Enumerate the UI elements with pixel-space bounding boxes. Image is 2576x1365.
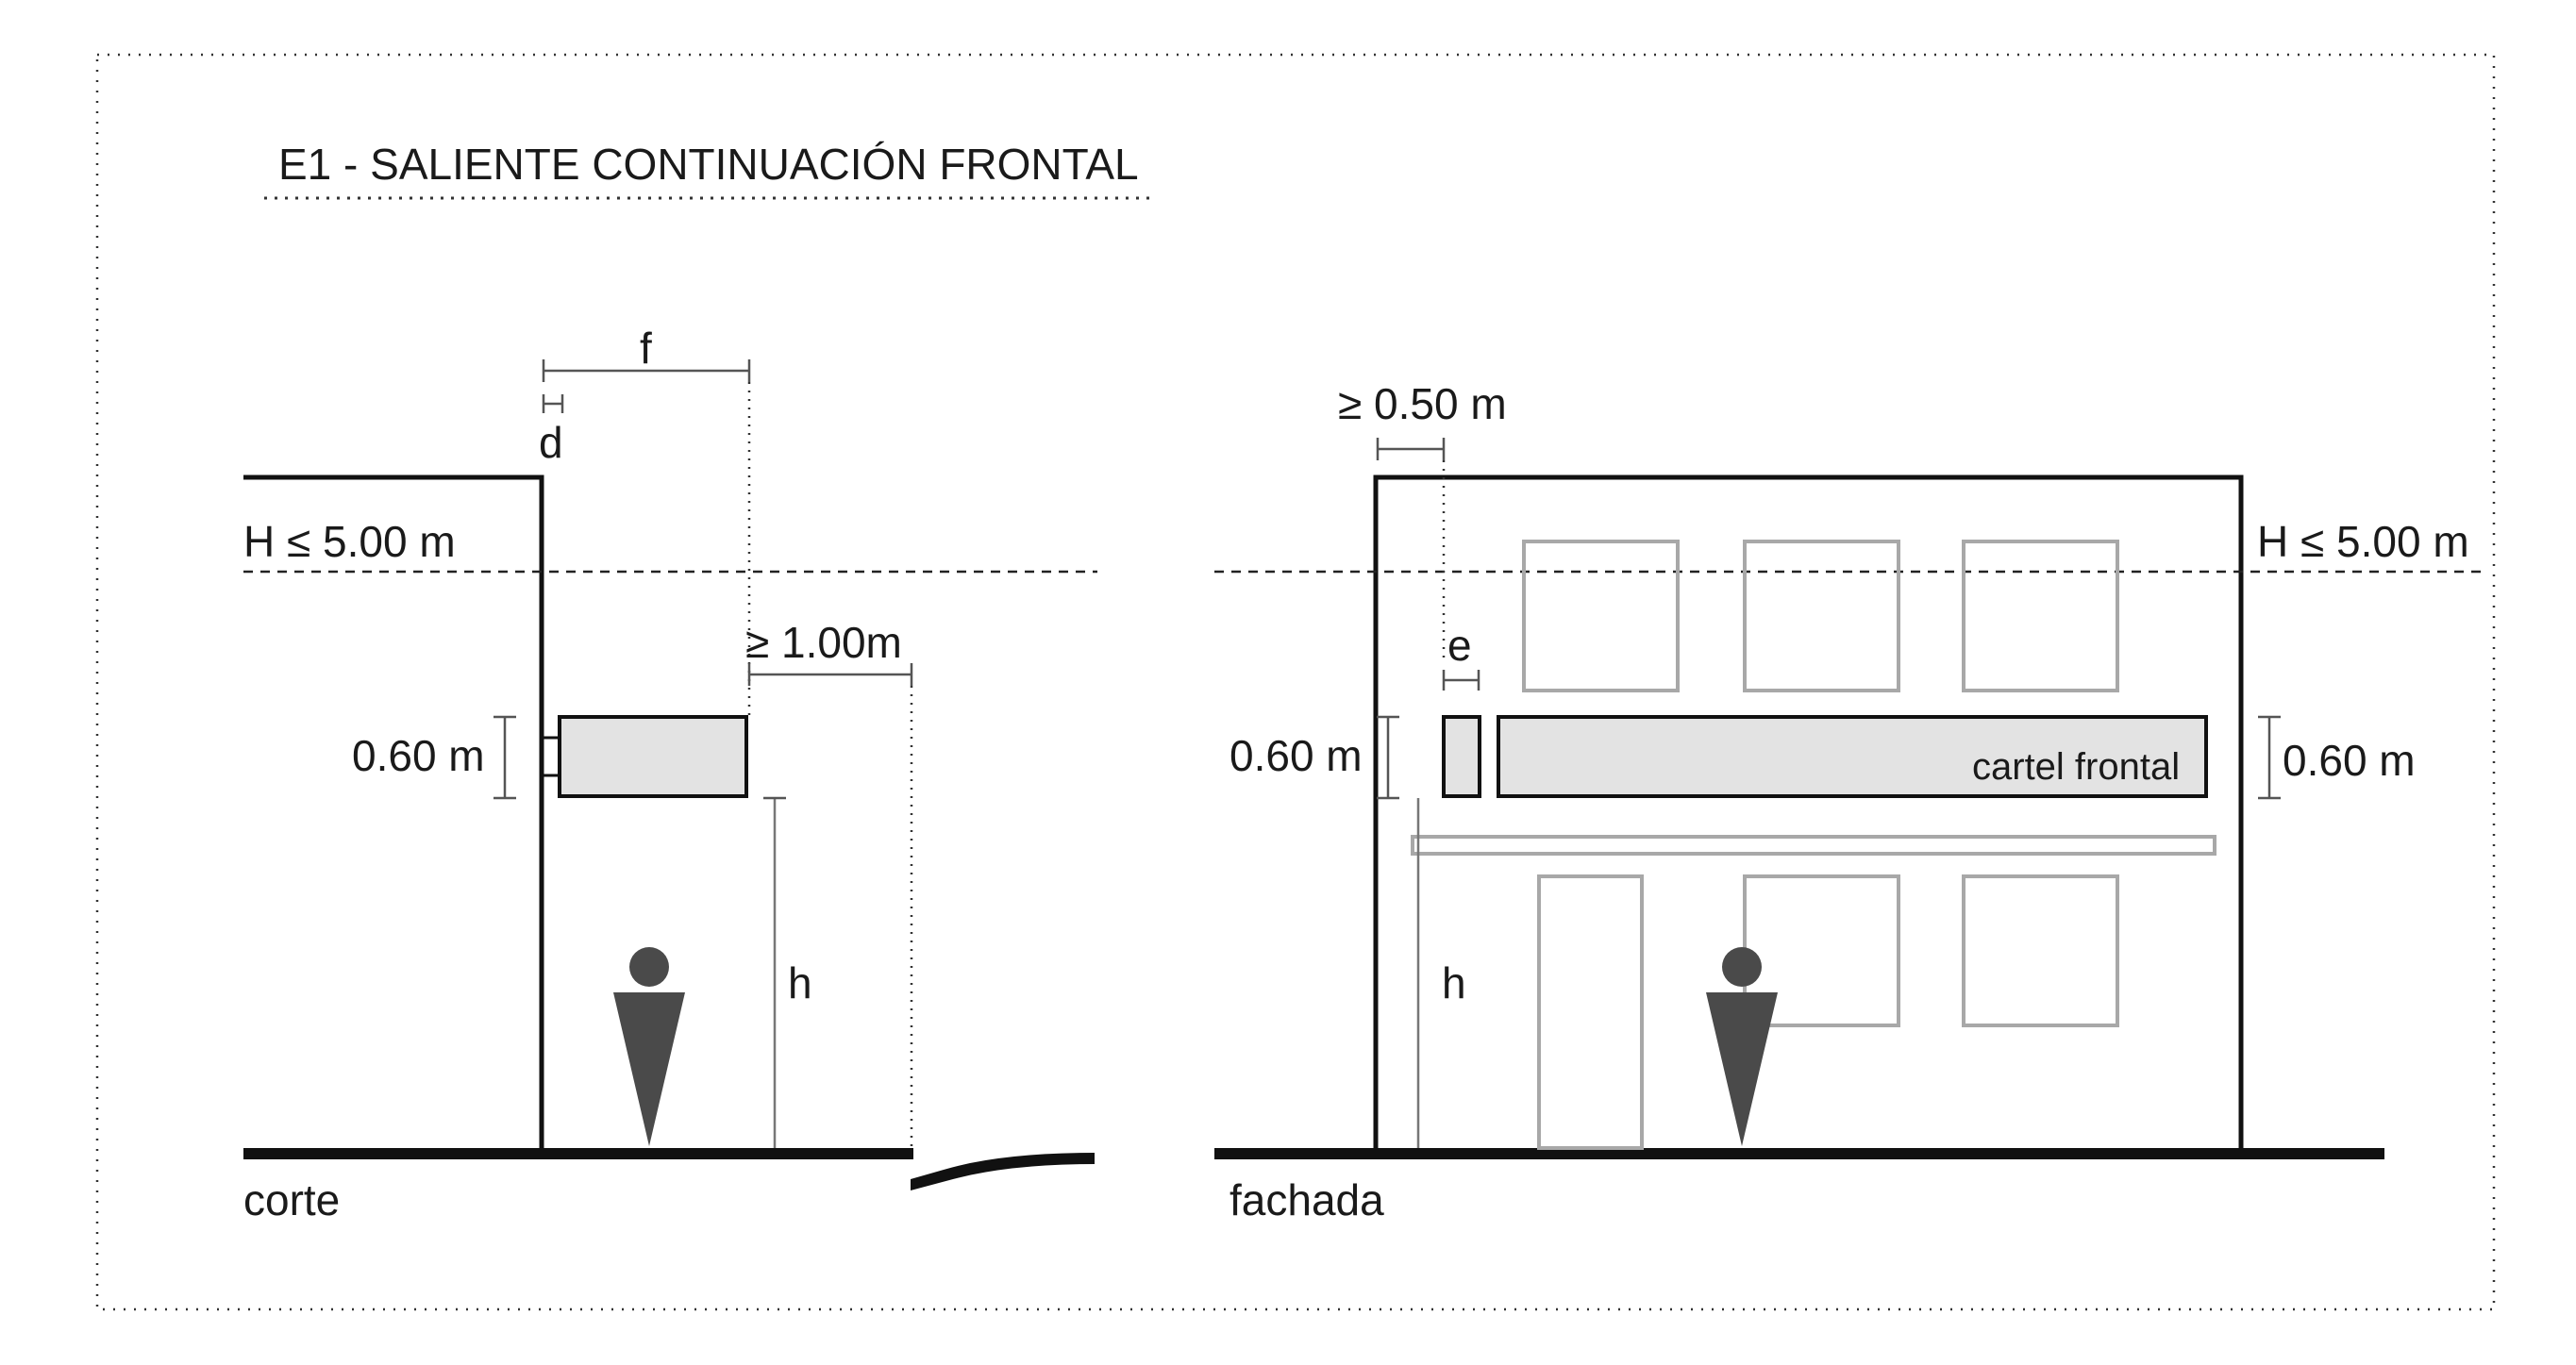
fachada-view-label: fachada xyxy=(1229,1175,1384,1224)
fachada-building xyxy=(1373,474,2244,1154)
fachada-window-lower-2 xyxy=(1962,874,2119,1027)
fachada-frontal-sign-text: cartel frontal xyxy=(1972,746,2180,788)
corte-sign-height-label: 0.60 m xyxy=(352,731,485,780)
fachada-window-upper-1 xyxy=(1522,540,1680,692)
corte-f-label: f xyxy=(640,324,652,373)
fachada-window-upper-2 xyxy=(1743,540,1900,692)
fachada-window-upper-3 xyxy=(1962,540,2119,692)
fachada-person-figure xyxy=(1706,947,1778,1146)
fachada-h-label: h xyxy=(1442,958,1466,1007)
fachada-height-limit-label: H ≤ 5.00 m xyxy=(2257,517,2469,566)
corte-person-figure xyxy=(613,947,685,1146)
fachada-edge-distance-label: ≥ 0.50 m xyxy=(1338,379,1507,428)
outer-frame xyxy=(95,53,2496,1311)
corte-building-wall xyxy=(243,474,544,1151)
corte-height-limit-label: H ≤ 5.00 m xyxy=(243,517,456,566)
diagram-title: E1 - SALIENTE CONTINUACIÓN FRONTAL xyxy=(278,140,1139,189)
corte-sidewalk-curb xyxy=(911,1148,1095,1190)
corte-d-label: d xyxy=(539,418,563,467)
fachada-canopy xyxy=(1411,835,2216,856)
fachada-e-label: e xyxy=(1447,621,1472,670)
corte-ground xyxy=(243,1148,913,1159)
corte-clearance-label: ≥ 1.00m xyxy=(745,618,902,667)
fachada-side-sign xyxy=(1442,715,1481,798)
fachada-door xyxy=(1537,874,1644,1150)
fachada-frontal-sign xyxy=(1497,715,2208,798)
corte-h-label: h xyxy=(788,958,812,1007)
corte-section: H ≤ 5.00 m f d ≥ 1.00m 0.60 m h xyxy=(243,324,1097,1224)
corte-view-label: corte xyxy=(243,1175,340,1224)
fachada-section: H ≤ 5.00 m ≥ 0.50 m e cartel frontal 0.6… xyxy=(1214,379,2482,1224)
fachada-sign-height-right-label: 0.60 m xyxy=(2283,736,2416,785)
fachada-sign-height-left-label: 0.60 m xyxy=(1229,731,1363,780)
corte-sign xyxy=(558,715,748,798)
